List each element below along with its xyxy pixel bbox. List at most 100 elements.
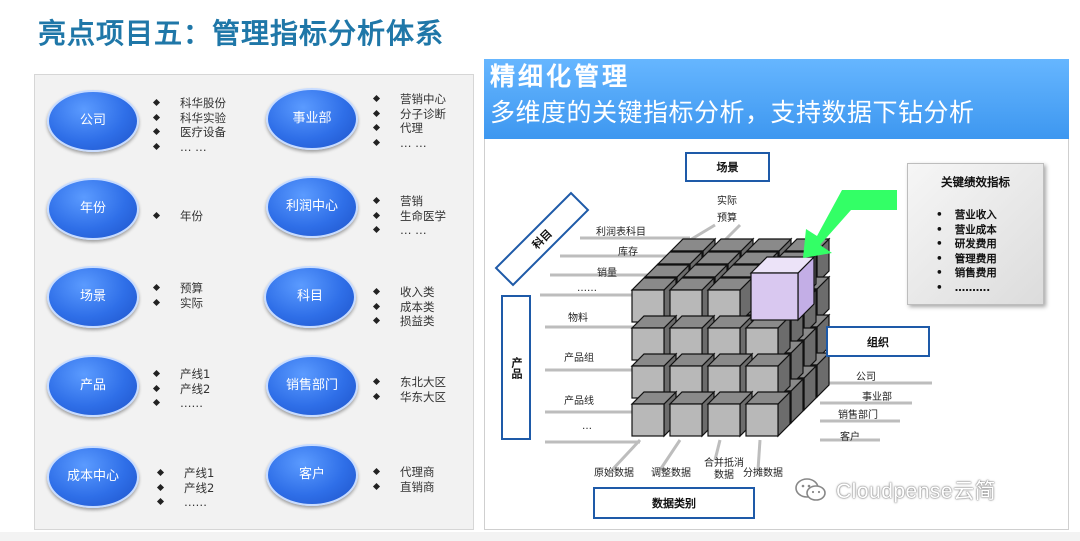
kpi-list: 营业收入 营业成本 研发费用 管理费用 销售费用 ………. (940, 208, 997, 295)
dimension-oval-year: 年份 (47, 178, 139, 240)
kpi-item: 营业成本 (940, 223, 997, 238)
dimension-list-sales-dept: 东北大区 华东大区 (372, 375, 446, 404)
dimension-oval-sales-dept: 销售部门 (266, 355, 358, 417)
datatype-label-3: 分摊数据 (743, 468, 783, 479)
list-item: 产线2 (152, 382, 210, 397)
datatype-dimension-box: 数据类别 (593, 487, 755, 519)
dimension-oval-profit-center: 利润中心 (266, 176, 358, 238)
product-dimension-box: 产品 (501, 295, 531, 440)
datatype-label-0: 原始数据 (594, 468, 634, 479)
product-label-1: 产品组 (564, 353, 594, 364)
banner-title: 精细化管理 (490, 62, 631, 91)
banner: 精细化管理 多维度的关键指标分析，支持数据下钻分析 (484, 59, 1069, 139)
cube-blocks (630, 237, 831, 438)
page-title: 亮点项目五：管理指标分析体系 (38, 17, 445, 50)
dimension-list-profit-center: 营销 生命医学 … … (372, 194, 446, 238)
dimension-list-year: 年份 (152, 209, 203, 224)
list-item: 生命医学 (372, 209, 446, 224)
list-item: 直销商 (372, 480, 435, 495)
kpi-item: 销售费用 (940, 266, 997, 281)
dimension-list-subject: 收入类 成本类 损益类 (372, 285, 435, 329)
banner-subtitle: 多维度的关键指标分析，支持数据下钻分析 (490, 98, 975, 127)
scene-dimension-box: 场景 (685, 152, 770, 182)
datatype-label-2: 合并抵消数据 (703, 458, 745, 482)
watermark-text: Cloudpense云简 (836, 475, 996, 505)
product-label-3: … (582, 421, 592, 432)
dimension-oval-scene: 场景 (47, 266, 139, 328)
list-item: 分子诊断 (372, 107, 446, 122)
list-item: 东北大区 (372, 375, 446, 390)
org-label-0: 公司 (856, 372, 876, 383)
kpi-title: 关键绩效指标 (941, 175, 1010, 189)
dimension-list-company: 科华股份 科华实验 医疗设备 … … (152, 96, 226, 154)
list-item: 产线1 (156, 466, 214, 481)
list-item: 预算 (152, 281, 203, 296)
dimension-list-customer: 代理商 直销商 (372, 465, 435, 494)
olap-cube-diagram (486, 140, 1067, 528)
list-item: … … (152, 140, 226, 155)
list-item: 华东大区 (372, 390, 446, 405)
guide-line (723, 223, 742, 242)
dimension-list-business-unit: 营销中心 分子诊断 代理 … … (372, 92, 446, 150)
product-label-2: 产品线 (564, 396, 594, 407)
dimension-oval-customer: 客户 (266, 444, 358, 506)
cube-block (706, 390, 754, 438)
list-item: … … (372, 223, 446, 238)
list-item: 年份 (152, 209, 203, 224)
datatype-label-1: 调整数据 (651, 468, 691, 479)
guide-line (689, 223, 716, 242)
list-item: 损益类 (372, 314, 435, 329)
list-item: …… (152, 396, 210, 411)
list-item: 代理 (372, 121, 446, 136)
list-item: 成本类 (372, 300, 435, 315)
drill-down-arrow-icon (803, 190, 897, 258)
datatype-label-2-text: 合并抵消数据 (704, 458, 744, 481)
kpi-item: 研发费用 (940, 237, 997, 252)
list-item: …… (156, 495, 214, 510)
org-label-2: 销售部门 (838, 410, 878, 421)
product-label-0: 物料 (568, 313, 588, 324)
dimension-oval-company: 公司 (47, 90, 139, 152)
list-item: 营销 (372, 194, 446, 209)
subject-label-2: 销量 (597, 268, 617, 279)
dimension-oval-subject: 科目 (264, 266, 356, 328)
list-item: 产线2 (156, 481, 214, 496)
guide-line (658, 439, 682, 471)
list-item: 营销中心 (372, 92, 446, 107)
kpi-panel: 关键绩效指标 营业收入 营业成本 研发费用 管理费用 销售费用 ………. (907, 163, 1044, 305)
org-label-3: 客户 (840, 432, 860, 443)
subject-label-3: …… (577, 283, 597, 294)
kpi-item: 营业收入 (940, 208, 997, 223)
list-item: 收入类 (372, 285, 435, 300)
guide-line (713, 439, 722, 461)
subject-label-0: 利润表科目 (596, 227, 646, 238)
dimension-list-scene: 预算 实际 (152, 281, 203, 310)
dimension-list-cost-center: 产线1 产线2 …… (156, 466, 214, 510)
list-item: 科华股份 (152, 96, 226, 111)
product-box-label: 产品 (510, 356, 523, 379)
org-dimension-box: 组织 (826, 326, 930, 357)
dimension-oval-cost-center: 成本中心 (47, 446, 139, 508)
list-item: 实际 (152, 296, 203, 311)
dimension-oval-product: 产品 (47, 355, 139, 417)
list-item: 科华实验 (152, 111, 226, 126)
list-item: 产线1 (152, 367, 210, 382)
kpi-item: 管理费用 (940, 252, 997, 267)
list-item: … … (372, 136, 446, 151)
cube-block (744, 352, 792, 400)
wechat-icon (795, 478, 826, 501)
dimension-list-product: 产线1 产线2 …… (152, 367, 210, 411)
footer-strip (0, 532, 1080, 541)
list-item: 医疗设备 (152, 125, 226, 140)
cube-block (630, 352, 678, 400)
list-item: 代理商 (372, 465, 435, 480)
cube-block (744, 390, 792, 438)
guide-line (756, 439, 762, 471)
cube-graphic (540, 190, 932, 472)
watermark-label: Cloudpense云简 (836, 480, 997, 503)
dimension-oval-business-unit: 事业部 (266, 88, 358, 150)
guide-line (610, 438, 642, 472)
org-label-1: 事业部 (862, 392, 892, 403)
kpi-item-more: ………. (940, 281, 997, 296)
scene-label-actual: 实际 (717, 196, 737, 207)
